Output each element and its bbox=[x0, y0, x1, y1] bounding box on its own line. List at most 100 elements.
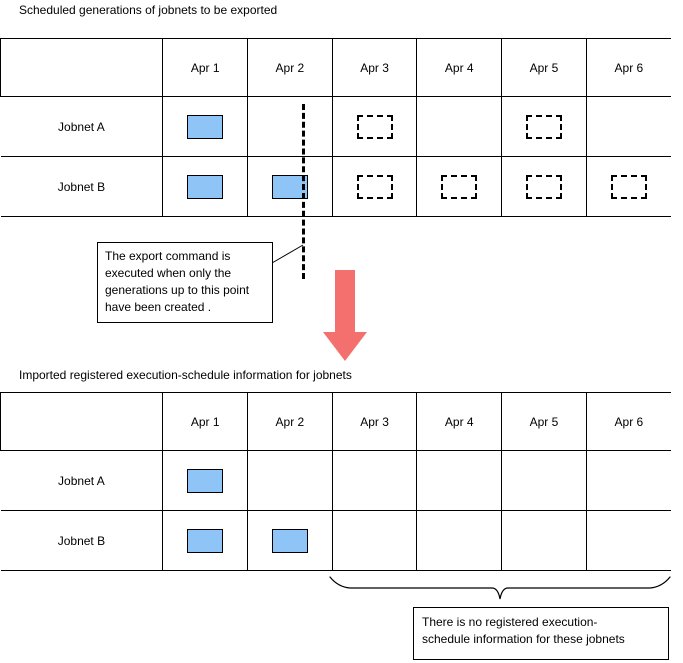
cell-jobnet-b-apr-3 bbox=[331, 156, 418, 217]
column-header-apr-2: Apr 2 bbox=[247, 392, 333, 451]
day-label: Apr 4 bbox=[444, 414, 474, 429]
generation-marker bbox=[525, 174, 562, 199]
row-label-jobnet-b: Jobnet B bbox=[0, 156, 164, 217]
generation-marker bbox=[441, 469, 477, 493]
cell-jobnet-a-apr-6 bbox=[585, 450, 671, 511]
export-cutoff-line bbox=[302, 104, 305, 279]
day-label: Apr 5 bbox=[529, 414, 559, 429]
generation-marker bbox=[356, 114, 393, 139]
generation-marker bbox=[357, 529, 393, 553]
empty-range-brace bbox=[329, 576, 671, 600]
cell-jobnet-a-apr-5 bbox=[501, 96, 587, 157]
generation-marker bbox=[187, 468, 224, 493]
cell-jobnet-b-apr-2 bbox=[247, 156, 333, 217]
generation-marker bbox=[271, 528, 308, 553]
row-label: Jobnet A bbox=[58, 119, 105, 134]
day-label: Apr 3 bbox=[360, 414, 389, 429]
generation-marker bbox=[441, 174, 478, 199]
table-header-row: Apr 1 Apr 2 Apr 3 Apr 4 Apr 5 Apr 6 bbox=[0, 392, 671, 451]
generation-marker bbox=[526, 529, 562, 553]
callout-line-2: schedule information for these jobnets bbox=[422, 632, 625, 646]
cell-jobnet-b-apr-2 bbox=[247, 510, 333, 571]
cell-jobnet-a-apr-3 bbox=[331, 96, 418, 157]
generation-marker bbox=[271, 174, 308, 199]
table-row: Jobnet A bbox=[0, 96, 671, 157]
row-label: Jobnet A bbox=[58, 473, 105, 488]
table-row: Jobnet B bbox=[0, 156, 671, 217]
down-arrow-icon bbox=[323, 270, 367, 361]
cell-jobnet-a-apr-1 bbox=[162, 96, 249, 157]
column-header-apr-6: Apr 6 bbox=[585, 38, 671, 97]
cell-jobnet-a-apr-4 bbox=[416, 96, 503, 157]
day-label: Apr 1 bbox=[190, 60, 220, 75]
day-label: Apr 5 bbox=[529, 60, 559, 75]
callout-line-3: generations up to this point bbox=[105, 283, 250, 297]
column-header-apr-5: Apr 5 bbox=[501, 38, 587, 97]
row-label: Jobnet B bbox=[57, 533, 106, 548]
column-header-apr-1: Apr 1 bbox=[162, 38, 249, 97]
cell-jobnet-a-apr-5 bbox=[501, 450, 587, 511]
cell-jobnet-a-apr-4 bbox=[416, 450, 503, 511]
column-header-apr-5: Apr 5 bbox=[501, 392, 587, 451]
day-label: Apr 6 bbox=[614, 60, 644, 75]
cell-jobnet-b-apr-1 bbox=[162, 510, 249, 571]
column-header-apr-2: Apr 2 bbox=[247, 38, 333, 97]
cell-jobnet-a-apr-1 bbox=[162, 450, 249, 511]
generation-marker bbox=[610, 174, 647, 199]
day-label: Apr 4 bbox=[444, 60, 474, 75]
row-label-jobnet-b: Jobnet B bbox=[0, 510, 164, 571]
cell-jobnet-b-apr-6 bbox=[585, 156, 671, 217]
table-row: Jobnet A bbox=[0, 450, 671, 511]
top-table-caption: Scheduled generations of jobnets to be e… bbox=[19, 3, 278, 17]
cell-jobnet-b-apr-4 bbox=[416, 510, 503, 571]
callout-line-4: have been created . bbox=[105, 300, 212, 314]
generation-marker bbox=[611, 529, 647, 553]
cell-jobnet-a-apr-2 bbox=[247, 450, 333, 511]
callout-line-2: executed when only the bbox=[105, 266, 232, 280]
day-label: Apr 2 bbox=[275, 414, 305, 429]
bottom-table-caption: Imported registered execution-schedule i… bbox=[19, 368, 352, 382]
cell-jobnet-a-apr-3 bbox=[331, 450, 418, 511]
cell-jobnet-a-apr-2 bbox=[247, 96, 333, 157]
generation-marker bbox=[441, 529, 477, 553]
day-label: Apr 6 bbox=[614, 414, 644, 429]
cell-jobnet-a-apr-6 bbox=[585, 96, 671, 157]
scheduled-generations-table: Apr 1 Apr 2 Apr 3 Apr 4 Apr 5 Apr 6 bbox=[0, 38, 671, 217]
column-header-apr-1: Apr 1 bbox=[162, 392, 249, 451]
column-header-apr-3: Apr 3 bbox=[331, 38, 418, 97]
column-header-apr-3: Apr 3 bbox=[331, 392, 418, 451]
generation-marker bbox=[525, 114, 562, 139]
generation-marker bbox=[356, 174, 393, 199]
cell-jobnet-b-apr-5 bbox=[501, 156, 587, 217]
export-command-callout: The export command is executed when only… bbox=[97, 242, 273, 323]
day-label: Apr 1 bbox=[190, 414, 220, 429]
generation-marker bbox=[611, 115, 647, 139]
row-label: Jobnet B bbox=[57, 179, 106, 194]
corner-cell bbox=[0, 38, 164, 97]
cell-jobnet-b-apr-6 bbox=[585, 510, 671, 571]
day-label: Apr 2 bbox=[275, 60, 305, 75]
generation-marker bbox=[187, 114, 224, 139]
table-header-row: Apr 1 Apr 2 Apr 3 Apr 4 Apr 5 Apr 6 bbox=[0, 38, 671, 97]
cell-jobnet-b-apr-3 bbox=[331, 510, 418, 571]
column-header-apr-4: Apr 4 bbox=[416, 38, 503, 97]
column-header-apr-4: Apr 4 bbox=[416, 392, 503, 451]
column-header-apr-6: Apr 6 bbox=[585, 392, 671, 451]
cell-jobnet-b-apr-1 bbox=[162, 156, 249, 217]
callout-leader-line bbox=[271, 244, 304, 264]
callout-line-1: The export command is bbox=[105, 249, 231, 263]
generation-marker bbox=[611, 469, 647, 493]
row-label-jobnet-a: Jobnet A bbox=[0, 450, 164, 511]
generation-marker bbox=[272, 469, 308, 493]
day-label: Apr 3 bbox=[360, 60, 389, 75]
imported-schedule-table: Apr 1 Apr 2 Apr 3 Apr 4 Apr 5 Apr 6 bbox=[0, 392, 671, 571]
generation-marker bbox=[526, 469, 562, 493]
no-schedule-callout: There is no registered execution- schedu… bbox=[413, 607, 669, 660]
cell-jobnet-b-apr-5 bbox=[501, 510, 587, 571]
generation-marker bbox=[187, 174, 224, 199]
generation-marker bbox=[441, 115, 477, 139]
generation-marker bbox=[187, 528, 224, 553]
table-row: Jobnet B bbox=[0, 510, 671, 571]
row-label-jobnet-a: Jobnet A bbox=[0, 96, 164, 157]
